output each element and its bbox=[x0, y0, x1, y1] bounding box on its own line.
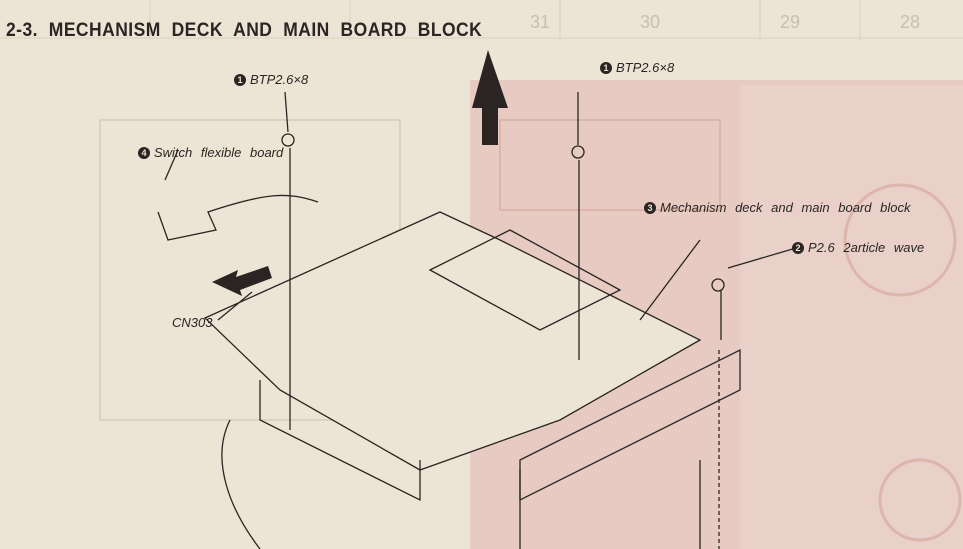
page-title: 2-3. MECHANISM DECK AND MAIN BOARD BLOCK bbox=[6, 20, 483, 41]
arrow-left-icon bbox=[212, 266, 272, 296]
column-number: 29 bbox=[780, 12, 801, 32]
column-number: 28 bbox=[900, 12, 921, 32]
arrow-up-icon bbox=[472, 50, 508, 145]
label-cn303: CN303 bbox=[172, 315, 213, 330]
deck-outline bbox=[203, 211, 702, 471]
column-number: 30 bbox=[640, 12, 661, 32]
column-number: 31 bbox=[530, 12, 551, 32]
flexible-board bbox=[157, 194, 319, 241]
